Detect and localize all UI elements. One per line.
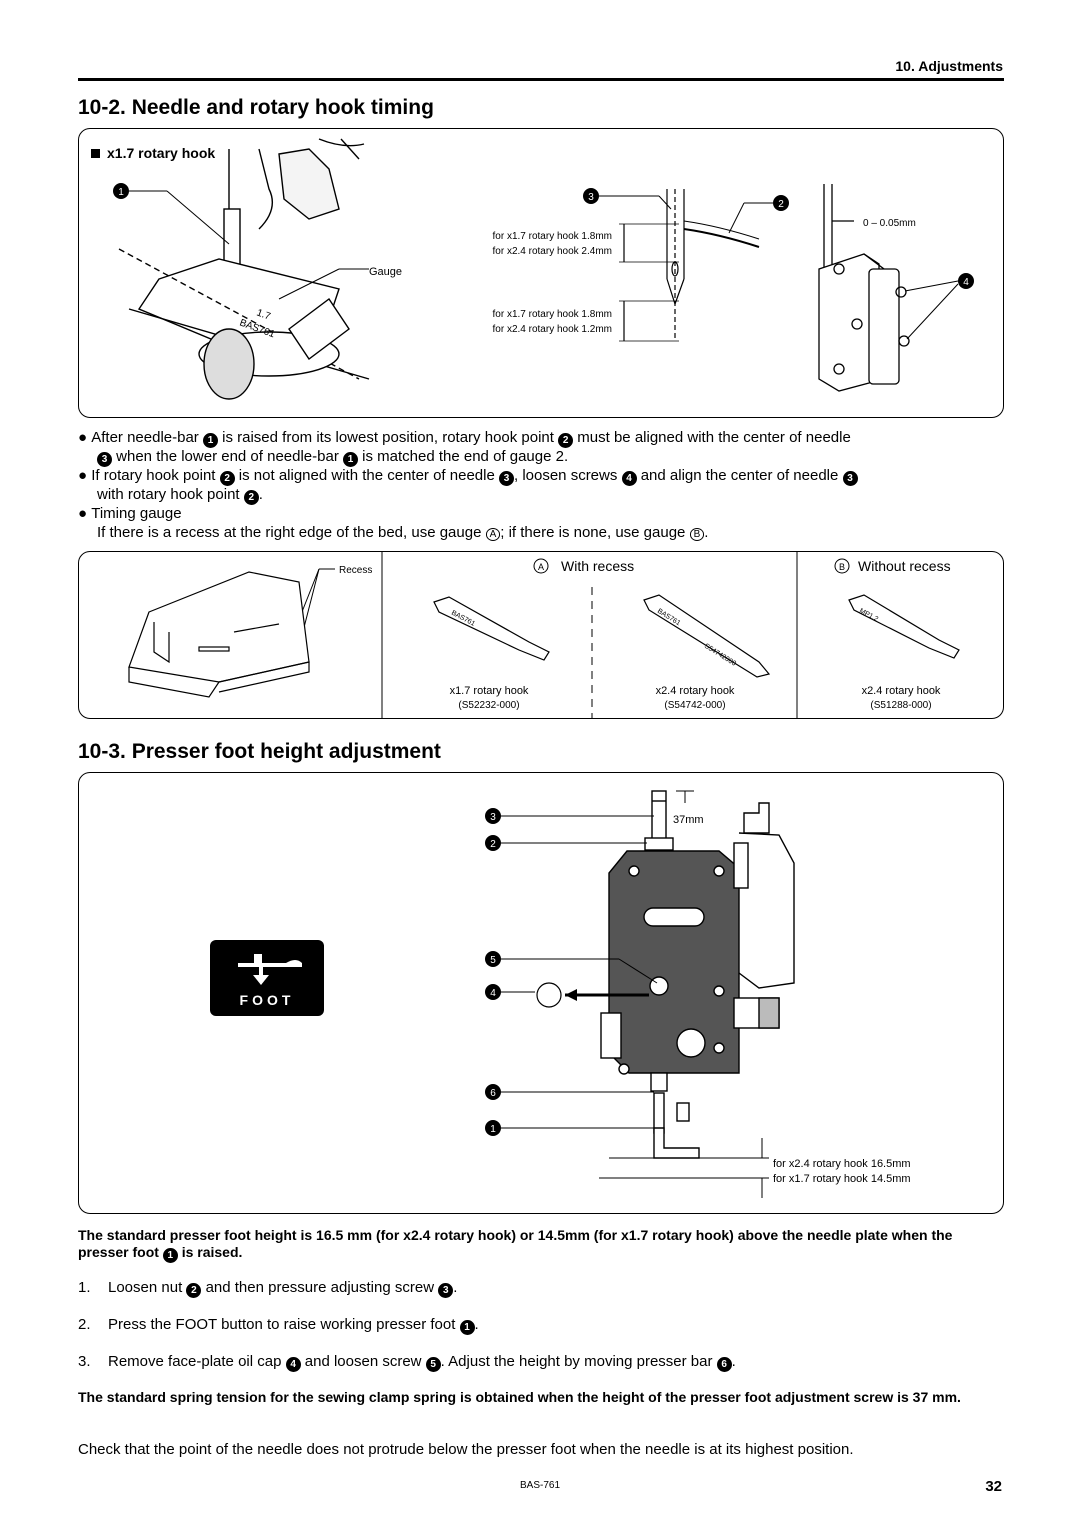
bullet-3-cont: If there is a recess at the right edge o… [97,523,709,541]
gauge-panel: Recess BAS761 BAS761 S54742000 MP1.2 A W… [78,551,1004,719]
upper-note-1: for x1.7 rotary hook 1.8mm [493,231,613,242]
gauge-a1-part: (S52232-000) [458,700,519,711]
fig2-callout-2: 2 [490,839,496,850]
machine-head-drawing [600,790,795,1159]
bullet-3: ● Timing gauge [78,505,182,522]
section-header: 10. Adjustments [895,58,1003,74]
clearance-label: 0 – 0.05mm [863,218,916,229]
header-rule [78,78,1004,81]
presser-foot-drawing: 37mm for x2.4 rotary hook 16.5mm for x1.… [485,790,911,1198]
spring-tension-note: The standard spring tension for the sewi… [78,1389,961,1405]
timing-instructions: ● After needle-bar 1 is raised from its … [78,429,1008,544]
bullet-2-cont: with rotary hook point 2. [97,486,263,505]
with-recess-letter: A [538,562,544,572]
foot-button[interactable]: FOOT [210,940,324,1016]
needle-check-note: Check that the point of the needle does … [78,1441,854,1458]
gauge-b-part: (S51288-000) [870,700,931,711]
lower-note-2: for x2.4 rotary hook 1.2mm [493,324,613,335]
rotary-hook-drawing [818,184,910,392]
recess-label: Recess [339,565,372,576]
presser-foot-height-note: The standard presser foot height is 16.5… [78,1227,953,1263]
gauge-a2-shape [643,594,771,678]
gauge-stamp-1: 1.7 [255,307,272,322]
fig2-callout-1: 1 [490,1124,496,1135]
gauge-a1-name: x1.7 rotary hook [450,685,529,697]
needle-timing-drawing: x1.7 rotary hook 1.7 BAS761 Gauge 1 [91,138,974,400]
gauge-a1-shape [433,596,550,661]
with-recess-label: With recess [561,558,634,574]
bullet-1: ● After needle-bar 1 is raised from its … [78,429,851,448]
callout-3: 3 [588,192,594,203]
lower-note-1: for x1.7 rotary hook 1.8mm [493,309,613,320]
bullet-1-cont: 3 when the lower end of needle-bar 1 is … [78,448,1008,467]
presser-foot-icon [238,954,302,985]
step-3: 3.Remove face-plate oil cap 4 and loosen… [78,1353,736,1372]
callout-2-center: 2 [778,199,784,210]
gauge-a2-part: (S54742-000) [664,700,725,711]
needle-timing-figure: x1.7 rotary hook 1.7 BAS761 Gauge 1 [78,128,1004,418]
footer-model: BAS-761 [519,1480,561,1491]
dimension-37mm: 37mm [673,814,704,826]
callout-group: 3 2 5 4 6 1 [485,808,658,1136]
gauge-drawing: Recess BAS761 BAS761 S54742000 MP1.2 A W… [128,552,960,718]
gauge-label: Gauge [369,266,402,278]
without-recess-letter: B [839,562,845,572]
fig2-callout-3: 3 [490,812,496,823]
gauge-a2-name: x2.4 rotary hook [656,685,735,697]
step-2: 2.Press the FOOT button to raise working… [78,1316,479,1335]
needle-drawing [619,189,760,342]
height-note-2: for x1.7 rotary hook 14.5mm [773,1173,911,1185]
bed-drawing [128,571,310,698]
section-title-needle-timing: 10-2. Needle and rotary hook timing [78,96,434,119]
callout-1: 1 [118,187,124,198]
gauge-b-shape [848,594,960,659]
gauge-b-name: x2.4 rotary hook [862,685,941,697]
callout-4: 4 [963,277,969,288]
fig2-callout-4: 4 [490,988,496,999]
height-note-1: for x2.4 rotary hook 16.5mm [773,1158,911,1170]
fig2-callout-5: 5 [490,955,496,966]
step-1: 1.Loosen nut 2 and then pressure adjusti… [78,1279,458,1298]
fig2-callout-6: 6 [490,1088,496,1099]
adjustment-steps: 1.Loosen nut 2 and then pressure adjusti… [78,1279,1004,1390]
without-recess-label: Without recess [858,558,951,574]
page-number: 32 [985,1478,1002,1495]
foot-button-label: FOOT [239,992,295,1008]
needle-bar-drawing [118,138,370,400]
section-title-presser-foot: 10-3. Presser foot height adjustment [78,740,441,763]
hook-label: x1.7 rotary hook [107,145,215,161]
bullet-2: ● If rotary hook point 2 is not aligned … [78,467,1008,486]
upper-note-2: for x2.4 rotary hook 2.4mm [493,246,613,257]
